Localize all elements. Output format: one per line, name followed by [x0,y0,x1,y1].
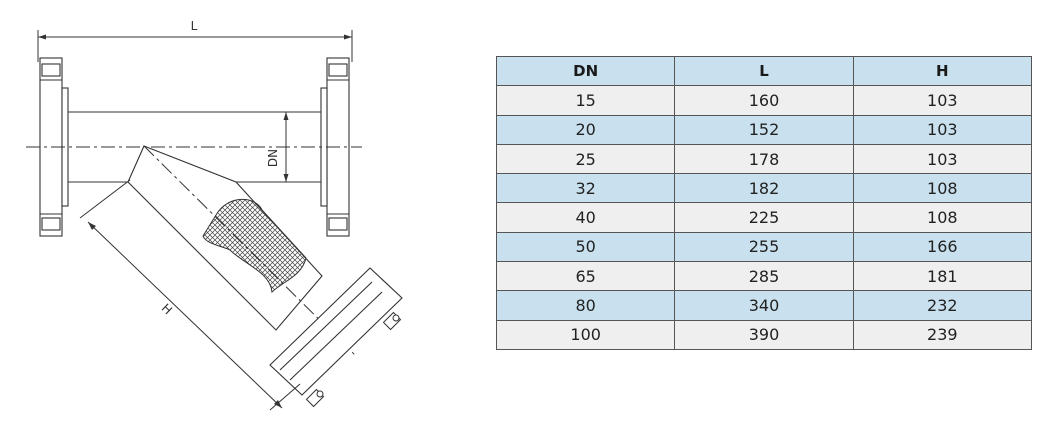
column-header-l: L [674,55,854,87]
cell-l: 340 [674,290,854,321]
cell-h: 103 [852,143,1033,175]
length-dimension [37,30,353,62]
cell-h: 108 [852,173,1033,204]
y-strainer-drawing: L DN [26,19,403,411]
cell-dn: 32 [495,173,676,204]
diameter-label: DN [266,149,280,167]
cell-h: 103 [852,85,1033,116]
cell-dn: 80 [495,290,676,321]
cell-dn: 50 [495,231,676,263]
cell-dn: 25 [495,143,676,175]
strainer-mesh [202,198,307,294]
cell-dn: 100 [495,319,676,350]
cell-l: 285 [674,261,854,292]
cell-l: 182 [674,173,854,204]
cell-l: 178 [674,143,854,175]
column-header-dn: DN [495,55,676,87]
cell-l: 152 [674,114,854,145]
cell-l: 390 [674,319,854,350]
table-header-row: DN L H [495,55,1033,87]
column-header-h: H [852,55,1033,87]
cell-dn: 40 [495,202,676,233]
cell-l: 255 [674,231,854,263]
cell-h: 181 [852,261,1033,292]
cell-h: 166 [852,231,1033,263]
cover-flange [269,267,403,396]
cell-dn: 15 [495,85,676,116]
cell-dn: 65 [495,261,676,292]
cell-h: 232 [852,290,1033,321]
cell-h: 108 [852,202,1033,233]
pipe-body [68,111,321,183]
height-dimension [79,179,301,411]
bolt-icon [305,311,402,408]
cell-h: 103 [852,114,1033,145]
length-label: L [191,19,198,33]
cell-h: 239 [852,319,1033,350]
cell-l: 160 [674,85,854,116]
cell-dn: 20 [495,114,676,145]
cell-l: 225 [674,202,854,233]
